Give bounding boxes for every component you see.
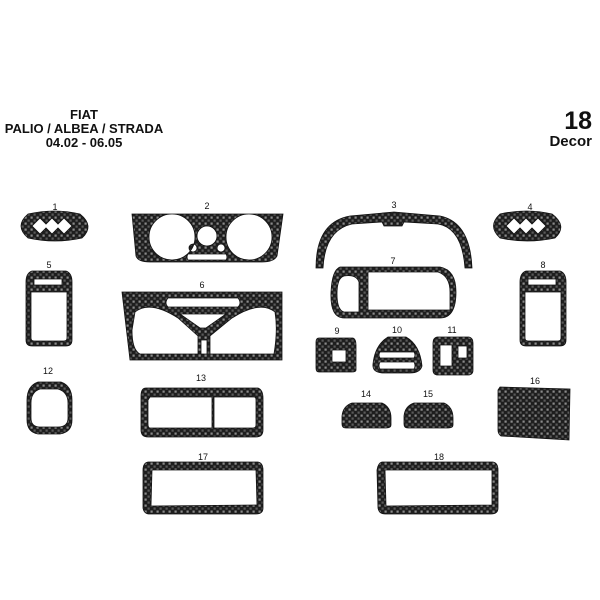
piece-12	[26, 381, 73, 435]
piece-label: 8	[540, 260, 545, 270]
piece-18	[376, 461, 499, 515]
piece-label: 13	[196, 373, 206, 383]
kit-info: 18 Decor	[549, 108, 592, 150]
piece-label: 5	[46, 260, 51, 270]
kit-type: Decor	[549, 133, 592, 150]
piece-11	[432, 336, 474, 376]
piece-label: 10	[392, 325, 402, 335]
piece-label: 7	[390, 256, 395, 266]
piece-13	[140, 387, 264, 438]
model-names: PALIO / ALBEA / STRADA	[4, 121, 164, 136]
piece-7	[330, 266, 457, 319]
piece-label: 17	[198, 452, 208, 462]
piece-3	[315, 211, 473, 269]
piece-9	[315, 337, 357, 373]
piece-10	[372, 336, 423, 374]
piece-15	[403, 402, 454, 429]
piece-6	[121, 291, 283, 361]
piece-16	[497, 386, 571, 441]
piece-label: 2	[204, 201, 209, 211]
piece-14	[341, 402, 392, 429]
piece-label: 12	[43, 366, 53, 376]
piece-5	[25, 270, 73, 347]
piece-label: 9	[334, 326, 339, 336]
vehicle-title: FIAT PALIO / ALBEA / STRADA 04.02 - 06.0…	[0, 108, 168, 150]
piece-label: 11	[447, 325, 456, 335]
model-years: 04.02 - 06.05	[45, 135, 123, 150]
piece-label: 1	[52, 202, 57, 212]
piece-17	[142, 461, 264, 515]
piece-label: 16	[530, 376, 540, 386]
piece-label: 18	[434, 452, 444, 462]
piece-count: 18	[564, 107, 592, 135]
piece-2	[131, 213, 284, 263]
piece-label: 15	[423, 389, 433, 399]
piece-8	[519, 270, 567, 347]
piece-label: 6	[199, 280, 204, 290]
piece-labels: 1 2 3 4 5 6 7 8 9 10 11 12 13 14 15 16 1…	[43, 200, 546, 462]
brand-name: FIAT	[70, 107, 98, 122]
piece-4	[493, 210, 562, 242]
piece-label: 3	[391, 200, 396, 210]
piece-label: 14	[361, 389, 371, 399]
piece-1	[20, 210, 89, 242]
piece-label: 4	[527, 202, 532, 212]
